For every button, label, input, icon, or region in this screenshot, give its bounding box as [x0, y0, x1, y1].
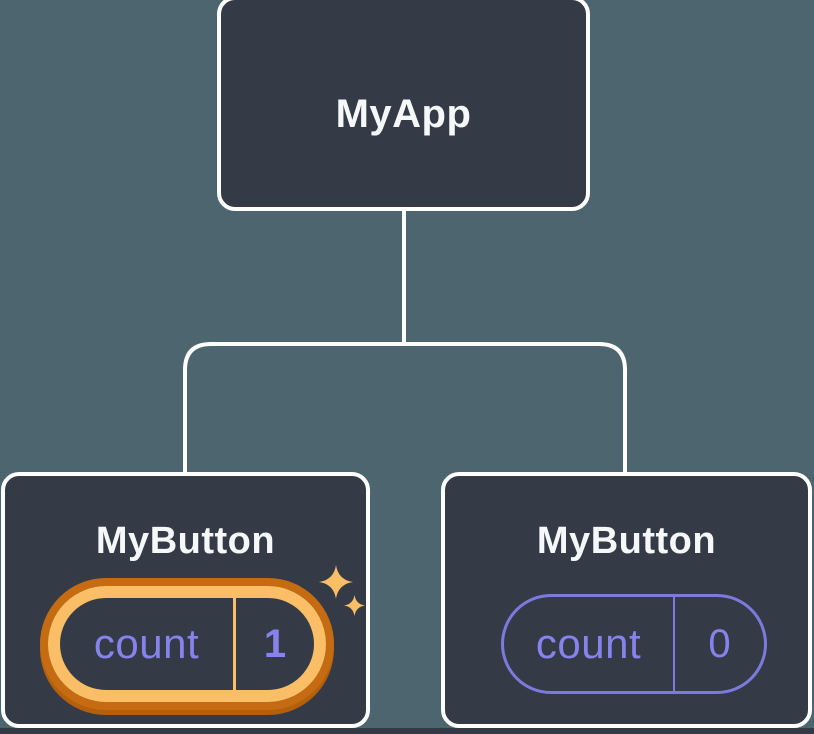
node-title: MyButton — [95, 520, 276, 562]
state-value: 0 — [673, 597, 764, 691]
node-title: MyButton — [536, 520, 717, 562]
connector-branch — [183, 342, 627, 478]
state-pill-highlighted: count 1 — [48, 586, 326, 702]
sparkle-small-icon — [344, 595, 365, 616]
component-node-mybutton-1: MyButton count 1 — [1, 472, 370, 728]
state-label: count — [535, 620, 642, 667]
state-label: count — [93, 620, 200, 667]
state-value: 1 — [233, 598, 314, 690]
component-node-mybutton-2: MyButton count 0 — [441, 472, 812, 728]
sparkle-large-icon — [319, 564, 353, 600]
component-node-myapp: MyApp — [217, 0, 590, 211]
state-pill: count 0 — [501, 594, 767, 694]
node-title: MyApp — [335, 92, 472, 136]
bottom-edge-strip — [0, 728, 814, 734]
